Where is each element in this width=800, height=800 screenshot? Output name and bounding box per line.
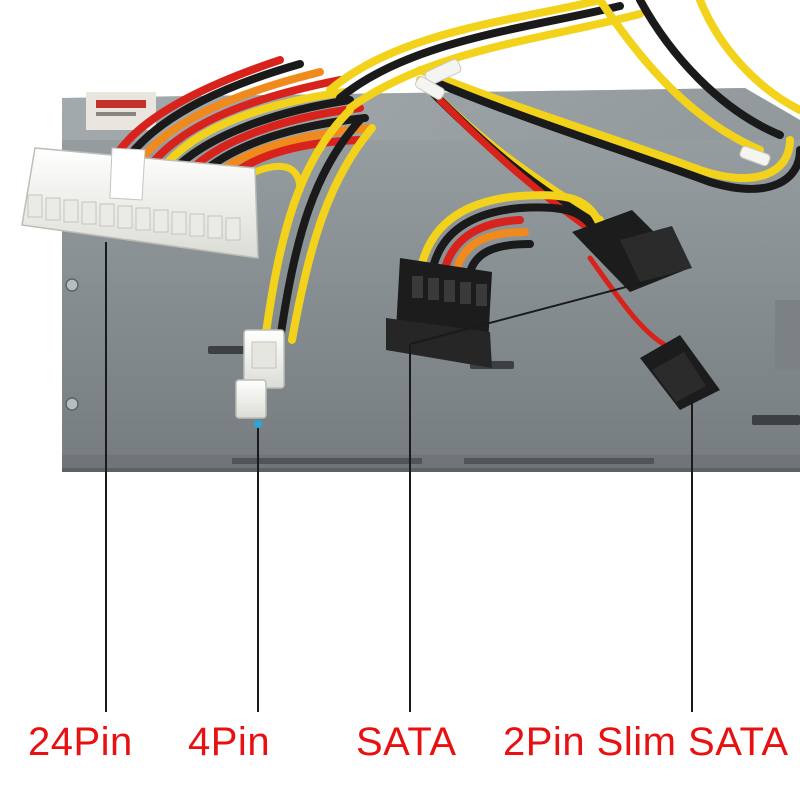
callout-line-sata-link <box>409 281 646 345</box>
wire-sata <box>416 76 668 348</box>
label-slim-sata: 2Pin Slim SATA <box>503 720 789 764</box>
connector-24pin <box>21 147 259 259</box>
callout-dot-4pin <box>254 420 262 428</box>
connector-slim-sata-lower <box>640 335 720 410</box>
cable-ties <box>414 58 771 167</box>
label-4pin: 4Pin <box>188 720 271 764</box>
callout-lines <box>105 242 693 712</box>
label-sata: SATA <box>356 720 457 764</box>
label-24pin: 24Pin <box>28 720 133 764</box>
wire-loop-top <box>326 0 800 193</box>
wire-4pin <box>261 106 376 344</box>
connector-sata <box>386 258 492 368</box>
connector-4pin <box>235 329 285 419</box>
connector-slim-sata-upper <box>572 210 692 292</box>
